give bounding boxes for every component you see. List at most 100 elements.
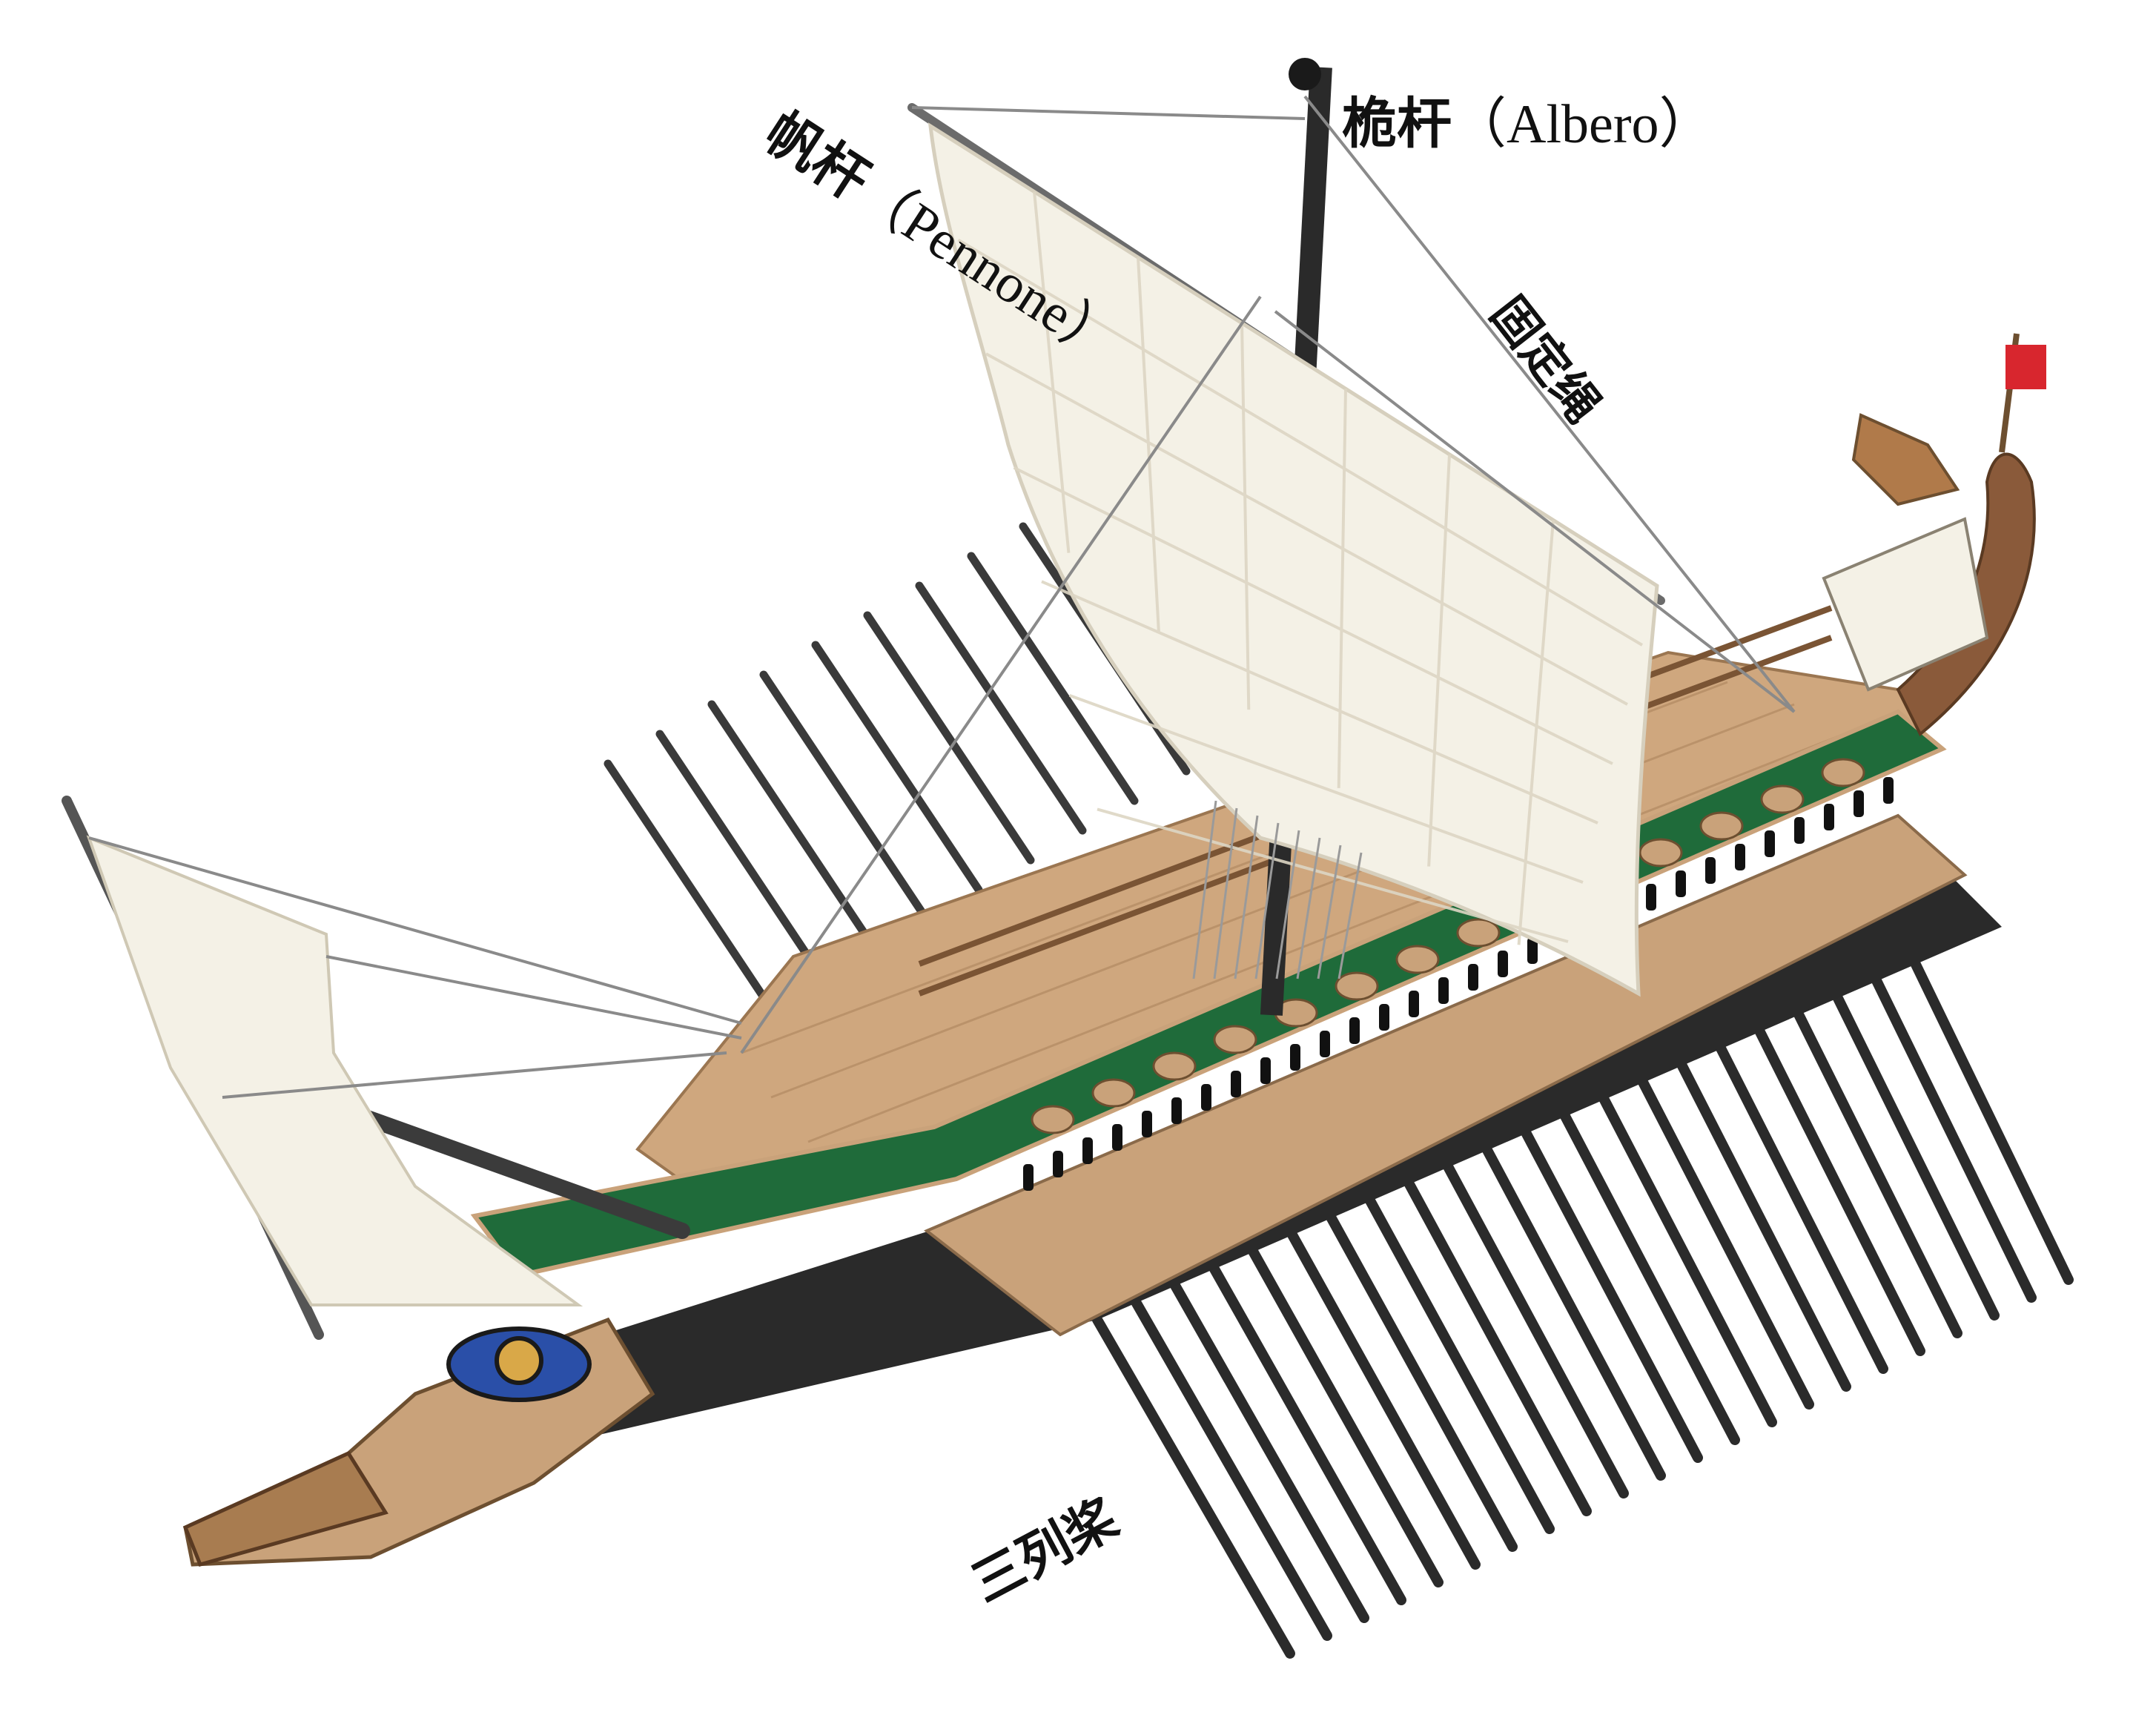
sail-seam <box>1240 323 1251 710</box>
stern-ornament <box>1851 413 1960 506</box>
oar-port <box>1883 777 1894 804</box>
oar-port <box>1468 964 1478 991</box>
sail-seam <box>1041 580 1598 825</box>
oar <box>1401 1172 1592 1516</box>
label-mast-cjk: 桅杆 <box>1342 92 1452 156</box>
oar <box>915 581 1087 835</box>
oar-port <box>1676 870 1686 897</box>
oar-port <box>1794 817 1805 844</box>
oar <box>1362 1190 1555 1534</box>
oar-port <box>1201 1084 1211 1111</box>
oar <box>759 670 931 924</box>
oar-port <box>1231 1071 1241 1097</box>
oar-port <box>1409 991 1419 1017</box>
oar-port <box>1260 1057 1271 1084</box>
oar <box>1246 1243 1444 1587</box>
oar-port <box>1854 790 1864 817</box>
label-mast-latin: （Albero） <box>1452 94 1714 155</box>
sheet-line <box>1337 852 1363 979</box>
oar-port <box>1735 844 1745 870</box>
oar-port <box>1320 1031 1330 1057</box>
medallion <box>1395 945 1440 974</box>
oar-port <box>1349 1017 1360 1044</box>
oar <box>1825 977 2000 1321</box>
bow-eye-pupil <box>495 1336 543 1385</box>
sail-seam <box>1337 389 1347 788</box>
oar-port <box>1142 1111 1152 1137</box>
oar-port <box>1646 884 1656 911</box>
medallion <box>1091 1078 1136 1108</box>
oar <box>1439 1154 1629 1498</box>
oar-port <box>1053 1151 1063 1177</box>
medallion <box>1760 784 1805 814</box>
oar <box>1478 1137 1666 1481</box>
oar-port <box>1705 857 1716 884</box>
oar <box>707 700 879 954</box>
medallion <box>1152 1051 1197 1081</box>
stern-flag <box>2005 345 2046 389</box>
oar-port <box>1824 804 1834 830</box>
main-sail <box>927 122 1659 997</box>
medallion <box>1639 838 1683 868</box>
oar <box>1323 1208 1518 1552</box>
oar-port <box>1171 1097 1182 1124</box>
sail-seam <box>1097 807 1569 943</box>
oar-port <box>1438 977 1449 1004</box>
foresail <box>86 835 583 1306</box>
oar <box>1670 1048 1851 1392</box>
sail-seam <box>1427 454 1451 867</box>
oar <box>1131 1297 1332 1641</box>
sail-seam <box>957 238 1644 647</box>
oar <box>1593 1083 1777 1427</box>
sail-seam <box>1517 520 1555 945</box>
oar-port <box>1765 830 1775 857</box>
sail-seam <box>1068 693 1584 884</box>
oar-port <box>1082 1137 1093 1164</box>
sail-seam <box>985 352 1628 706</box>
masthead <box>1289 58 1321 90</box>
oar-port <box>1112 1124 1122 1151</box>
oar-port <box>1379 1004 1389 1031</box>
oar-port <box>1498 951 1508 977</box>
sheet-line <box>1296 837 1321 979</box>
rigging-lines <box>88 95 1796 1099</box>
oar <box>1709 1030 1888 1374</box>
oar <box>967 552 1139 805</box>
oar <box>655 730 827 983</box>
medallion <box>1335 971 1379 1001</box>
deck-railings <box>918 605 1833 997</box>
oars-lower-bank <box>1092 941 2074 1659</box>
medallion <box>1456 918 1501 948</box>
medallion <box>1821 758 1865 787</box>
sheet-line <box>1192 800 1217 979</box>
sheet-line <box>1254 822 1280 979</box>
sheet-line <box>1234 815 1259 979</box>
label-mast: 桅杆（Albero） <box>1342 96 1714 152</box>
medallion <box>1213 1025 1257 1054</box>
sail-sheets <box>1192 800 1363 979</box>
oar <box>863 611 1035 865</box>
medallion <box>1699 811 1744 841</box>
oar-port <box>1023 1164 1034 1191</box>
oar <box>1516 1119 1703 1463</box>
oar-port <box>1290 1044 1300 1071</box>
oar <box>1092 1315 1295 1659</box>
sheet-line <box>1213 807 1238 979</box>
main-sail-quilting <box>957 191 1644 945</box>
stern-cabin <box>1822 517 1989 692</box>
oar <box>1208 1261 1406 1605</box>
oar <box>1747 1012 1925 1356</box>
oar <box>1902 941 2074 1285</box>
sheet-line <box>1275 830 1300 979</box>
oar <box>1786 994 1962 1338</box>
medallion <box>1031 1105 1075 1134</box>
oar <box>1555 1101 1740 1445</box>
sail-seam <box>1013 466 1613 765</box>
oar <box>1169 1279 1369 1623</box>
oar <box>811 641 983 894</box>
ram <box>182 1450 388 1567</box>
oar <box>604 759 776 1013</box>
oar-port <box>1527 937 1538 964</box>
